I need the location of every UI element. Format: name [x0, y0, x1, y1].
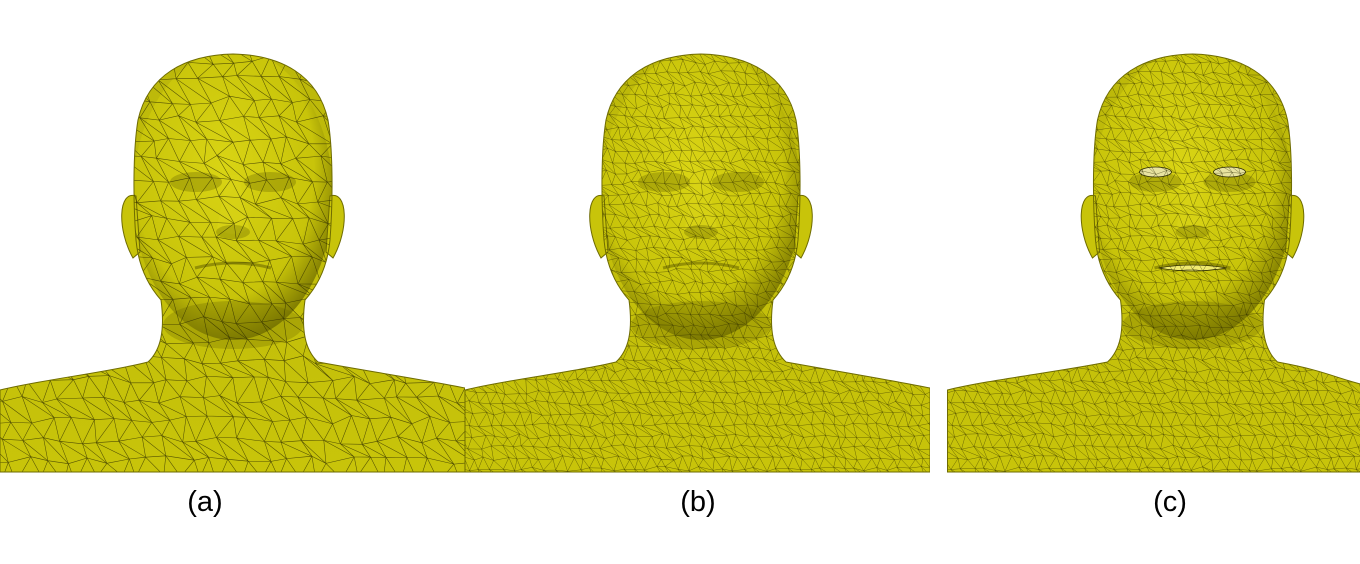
face-shading [163, 172, 303, 349]
ear-right [793, 195, 813, 259]
ear-right [325, 195, 345, 259]
eye-opening-left [1139, 166, 1172, 178]
silhouette-outline [465, 53, 930, 473]
panel-label-a: (a) [187, 486, 223, 518]
head-mesh-panel-b [465, 53, 930, 473]
panel-label-c: (c) [1153, 486, 1187, 518]
ear-right [1284, 195, 1305, 259]
silhouette-outline [0, 53, 465, 473]
ear-left [1080, 195, 1101, 259]
panel-label-b: (b) [680, 486, 716, 518]
head-mesh-panel-a [0, 53, 465, 473]
ear-left [589, 195, 609, 259]
head-mesh-panel-c [947, 53, 1360, 473]
ear-left [121, 195, 141, 259]
silhouette-outline [947, 53, 1360, 473]
